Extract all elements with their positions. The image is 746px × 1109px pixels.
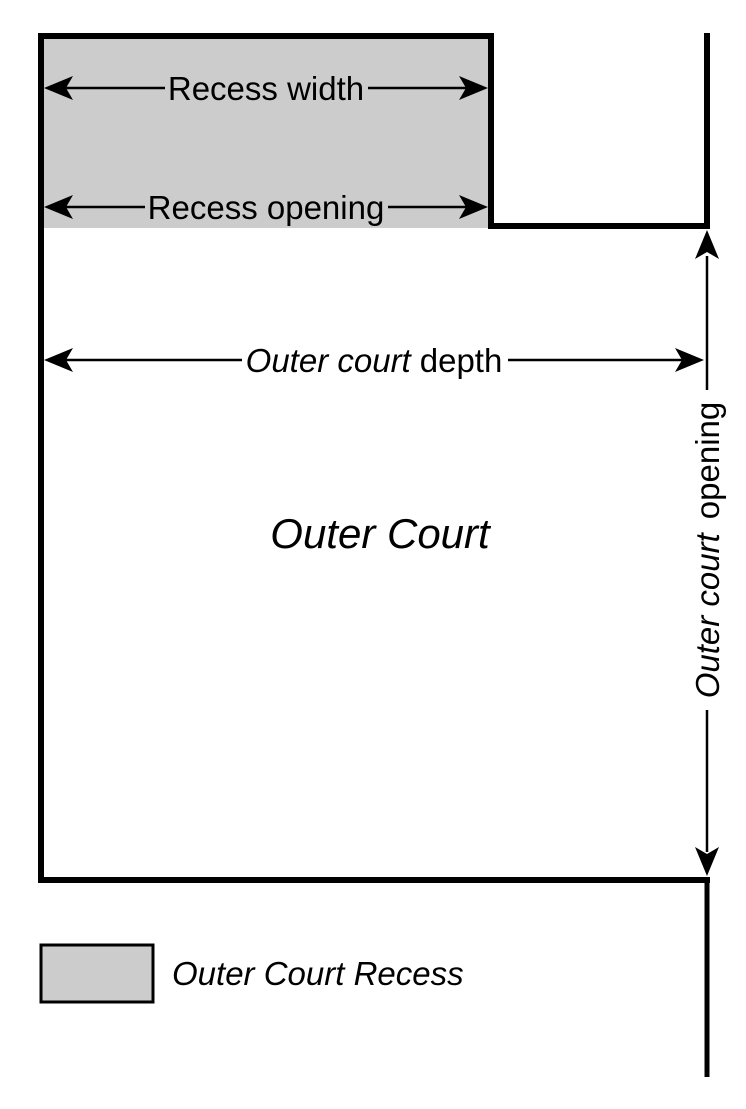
opening-arrowhead-top — [695, 230, 719, 259]
recess-shaded-area — [38, 33, 494, 228]
recess-width-arrowhead-right — [459, 76, 488, 100]
recess-width-arrowhead-left — [44, 76, 73, 100]
opening-arrowhead-bottom — [695, 847, 719, 876]
outer-court-opening-label: Outer court opening — [689, 402, 726, 699]
outer-court-title: Outer Court — [270, 510, 492, 557]
recess-opening-arrowhead-left — [44, 195, 73, 219]
outer-court-opening-label-italic-part: Outer court — [689, 531, 726, 698]
depth-arrowhead-left — [44, 348, 73, 372]
depth-arrowhead-right — [675, 348, 704, 372]
outer-court-depth-label-regular-part: depth — [420, 342, 503, 379]
outer-court-depth-label-italic-part: Outer court — [246, 342, 413, 379]
outer-court-opening-label-regular-part: opening — [689, 402, 726, 519]
recess-width-label: Recess width — [168, 70, 364, 107]
legend-label: Outer Court Recess — [172, 955, 464, 992]
recess-opening-arrowhead-right — [459, 195, 488, 219]
legend-swatch — [39, 943, 155, 1004]
recess-opening-label: Recess opening — [148, 189, 385, 226]
